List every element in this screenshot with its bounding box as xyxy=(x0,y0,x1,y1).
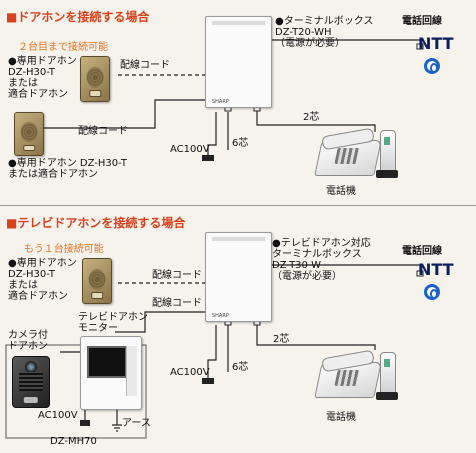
telephone-1-icon xyxy=(314,127,410,182)
kit-name-label: DZ-MH70 xyxy=(50,436,97,447)
section1-cord-label-2: 配線コード xyxy=(78,126,128,137)
terminal-box-2-icon: SHARP xyxy=(205,232,272,322)
two-core-line-2 xyxy=(256,325,376,350)
earth-label: アース xyxy=(122,418,151,429)
section-divider xyxy=(0,205,476,206)
section2-heading: ■テレビドアホンを接続する場合 xyxy=(6,216,186,230)
section1-terminal-label: ●ターミナルボックス DZ-T20-WH （電源が必要） xyxy=(275,16,374,49)
ac-line-1 xyxy=(207,112,217,155)
kit-outline xyxy=(5,344,147,439)
section1-phone-label: 電話機 xyxy=(326,186,356,197)
section2-note: もう１台接続可能 xyxy=(24,244,104,255)
camera-doorphone-label: カメラ付 ドアホン xyxy=(8,330,48,352)
ntt-logo-icon xyxy=(424,284,440,300)
section2-two-core-label: 2芯 xyxy=(273,334,290,345)
section2-doorphone-label: ●専用ドアホン DZ-H30-T または 適合ドアホン xyxy=(8,258,77,302)
section1-cord-label-1: 配線コード xyxy=(120,60,170,71)
section2-six-core-label: 6芯 xyxy=(232,362,249,373)
section2-terminal-label: ●テレビドアホン対応 ターミナルボックス DZ-T30-W （電源が必要） xyxy=(272,238,371,282)
ntt-logo-icon xyxy=(424,58,440,74)
section1-heading: ■ドアホンを接続する場合 xyxy=(6,10,150,24)
two-core-line-1 xyxy=(256,110,376,132)
terminal-box-1-icon: SHARP xyxy=(205,16,272,108)
cord-line-2 xyxy=(115,311,205,333)
section1-doorphone-a-label: ●専用ドアホン DZ-H30-T または 適合ドアホン xyxy=(8,56,77,100)
ac-plug-1 xyxy=(202,155,214,161)
tv-monitor-icon xyxy=(80,336,142,410)
monitor-ac-label: AC100V xyxy=(38,410,78,421)
camera-doorphone-icon xyxy=(12,356,50,408)
wall-jack-2 xyxy=(416,270,424,277)
section1-six-core-label: 6芯 xyxy=(232,138,249,149)
section2-phone-line-label: 電話回線 xyxy=(402,246,442,257)
section2-phone-label: 電話機 xyxy=(326,412,356,423)
ac-plug-2 xyxy=(202,378,214,384)
telephone-2-icon xyxy=(314,349,410,404)
section1-doorphone-b-label: ●専用ドアホン DZ-H30-T または適合ドアホン xyxy=(8,158,127,180)
section1-note: ２台目まで接続可能 xyxy=(18,42,108,53)
section1-ntt-text: NTT xyxy=(418,34,454,53)
section2-cord-label-1: 配線コード xyxy=(152,270,202,281)
section1-two-core-label: 2芯 xyxy=(303,112,320,123)
doorphone-a-icon xyxy=(80,56,110,102)
section1-phone-line-label: 電話回線 xyxy=(402,16,442,27)
section2-ntt-text: NTT xyxy=(418,260,454,279)
cord-line-1 xyxy=(42,99,205,129)
section2-cord-label-2: 配線コード xyxy=(152,298,202,309)
doorphone-c-icon xyxy=(82,258,112,304)
ac-line-2 xyxy=(207,325,217,378)
wall-jack-1 xyxy=(416,43,424,50)
section2-ac-label: AC100V xyxy=(170,367,210,378)
tv-monitor-label: テレビドアホン モニター xyxy=(78,312,148,334)
section1-ac-label: AC100V xyxy=(170,144,210,155)
ac-plug-monitor xyxy=(80,420,90,426)
doorphone-b-icon xyxy=(14,112,44,156)
